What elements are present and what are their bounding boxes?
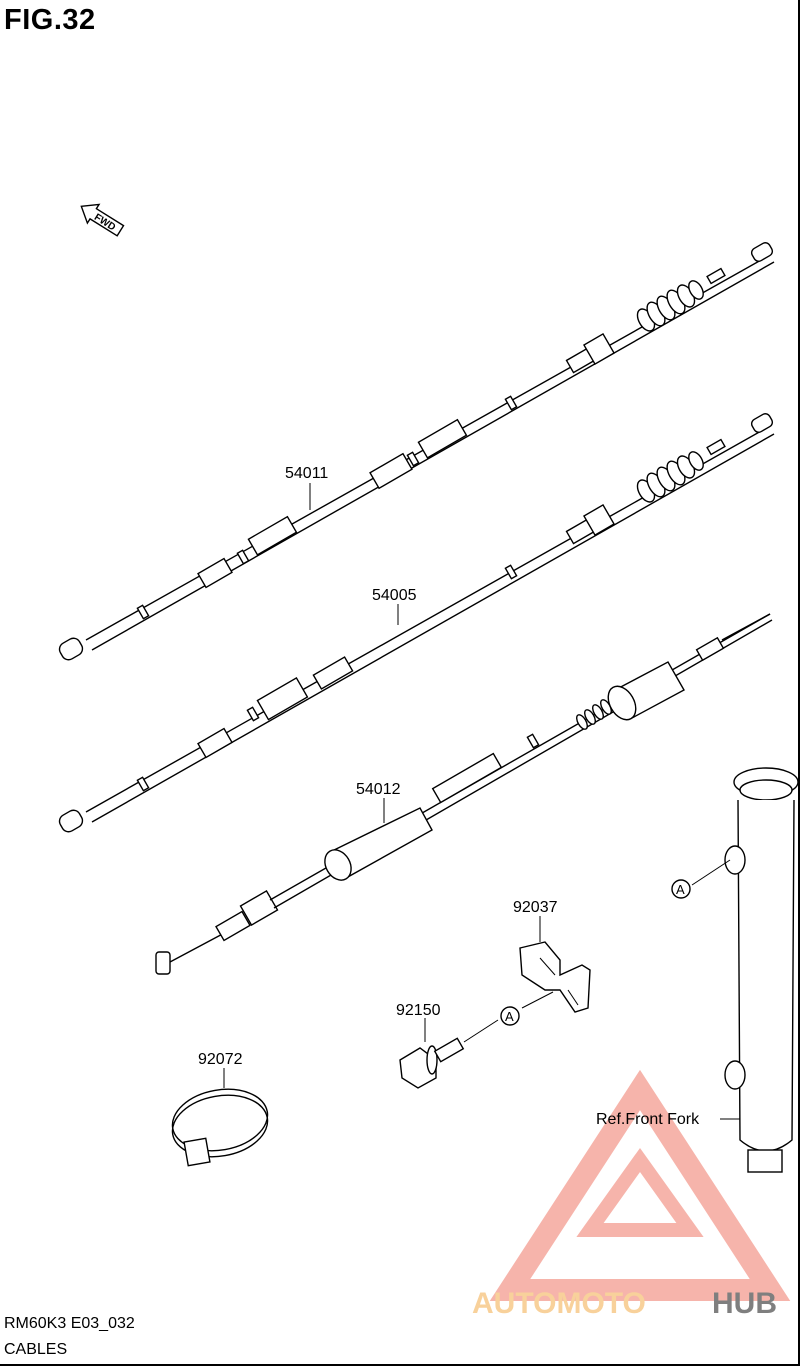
bolt-92150 [399, 991, 554, 1089]
ref-marker-a-bolt: A [500, 1006, 520, 1026]
frame-right-border [798, 0, 800, 1366]
part-label-54012: 54012 [356, 781, 401, 798]
band-92072 [171, 1068, 269, 1167]
ref-marker-a-fork: A [671, 879, 691, 899]
part-label-92072: 92072 [198, 1051, 243, 1068]
watermark-text-hub: HUB [712, 1287, 777, 1320]
svg-text:A: A [676, 882, 685, 897]
part-label-92150: 92150 [396, 1002, 441, 1019]
clamp-92037 [519, 916, 591, 1013]
front-fork-label: Ref.Front Fork [596, 1111, 700, 1128]
part-label-54011: 54011 [285, 465, 328, 482]
cable-54011 [58, 242, 775, 661]
diagram-code: RM60K3 E03_032 [4, 1315, 135, 1332]
watermark-text-auto: AUTOMOTO [472, 1287, 646, 1320]
cable-54005 [58, 413, 775, 833]
figure-title: FIG.32 [4, 4, 96, 36]
part-label-54005: 54005 [372, 587, 417, 604]
diagram-name: CABLES [4, 1341, 68, 1358]
cable-54012 [155, 613, 773, 975]
frame-bottom-border [0, 1364, 800, 1366]
watermark-logo: AUTOMOTO HUB [472, 1069, 791, 1320]
part-label-92037: 92037 [513, 899, 558, 916]
front-fork [691, 767, 799, 1173]
fwd-arrow-icon: FWD [80, 203, 125, 237]
svg-text:A: A [505, 1009, 514, 1024]
